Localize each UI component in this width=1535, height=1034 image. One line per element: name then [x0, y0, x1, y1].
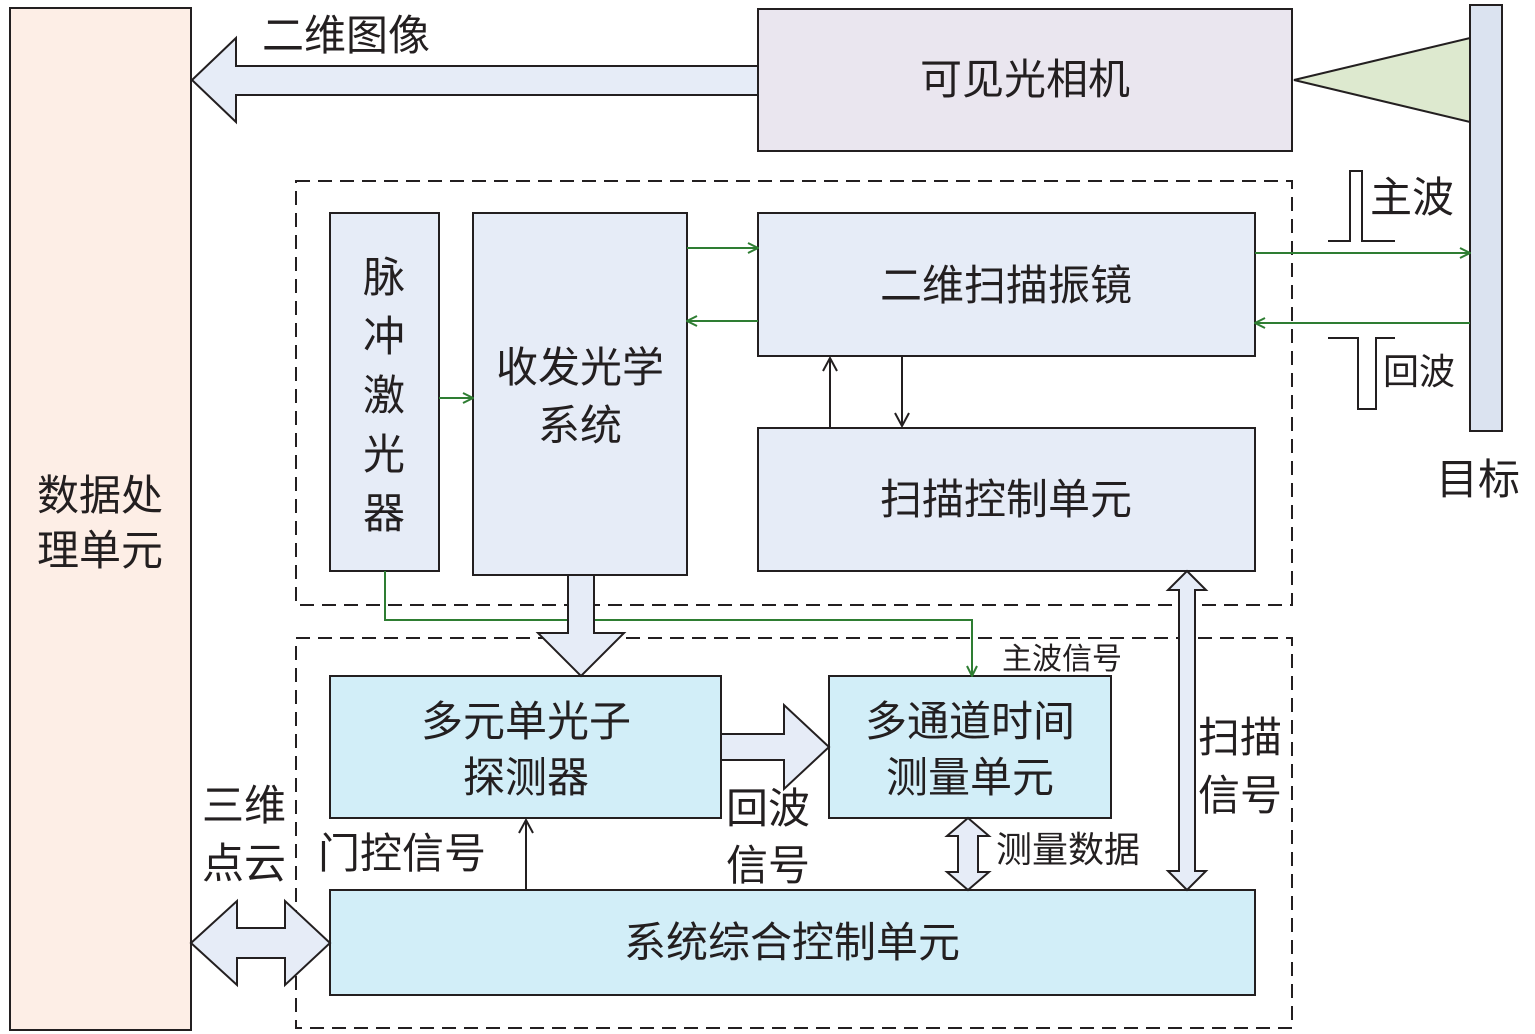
scan-control-label: 扫描控制单元 [880, 475, 1132, 524]
echo-wave-symbol: 回波 [1328, 337, 1455, 410]
target-bar [1469, 4, 1503, 432]
txrx-optics-box [472, 212, 688, 576]
tdc-unit-label-line1: 多通道时间 [865, 697, 1075, 746]
echo-wave-pulse-icon [1328, 337, 1395, 410]
pulse-laser-box [329, 212, 440, 572]
scan-control-unit: 扫描控制单元 [757, 427, 1256, 572]
echo-signal-label-line2: 信号 [726, 841, 810, 890]
spad-detector-label-line2: 探测器 [463, 753, 589, 802]
data-processing-label-line1: 数据处 [37, 471, 163, 520]
visible-camera-box [757, 8, 1293, 152]
pulse-laser-char-3: 激 [363, 371, 405, 420]
scan-signal-arrow [1165, 569, 1209, 892]
tdc-unit-label-line2: 测量单元 [886, 753, 1054, 802]
visible-camera: 可见光相机 [757, 8, 1293, 152]
visible-camera-label: 可见光相机 [920, 55, 1130, 104]
system-control-label: 系统综合控制单元 [624, 918, 960, 967]
galvo-mirror-box [757, 212, 1256, 357]
main-wave-symbol: 主波 [1328, 170, 1454, 242]
point-cloud-label-line2: 点云 [202, 839, 286, 888]
gate-signal-label: 门控信号 [318, 829, 486, 878]
main-wave-signal-line [384, 571, 972, 676]
point-cloud-label-line1: 三维 [202, 781, 286, 830]
echo-wave-label: 回波 [1383, 352, 1455, 393]
data-processing-box [9, 7, 192, 1031]
camera-fov-beam [1293, 36, 1471, 124]
main-wave-signal-label: 主波信号 [1002, 642, 1122, 677]
spad-detector: 多元单光子 探测器 [329, 675, 722, 819]
scan-signal-label-line1: 扫描 [1198, 713, 1282, 762]
measurement-data-arrow [944, 816, 992, 892]
tdc-unit: 多通道时间 测量单元 [828, 675, 1112, 819]
main-wave-pulse-icon [1328, 170, 1395, 242]
spad-detector-label-line1: 多元单光子 [421, 697, 631, 746]
target: 目标 [1293, 4, 1520, 504]
measurement-data-label: 测量数据 [996, 830, 1140, 871]
image-2d-arrow: 二维图像 [190, 11, 759, 125]
tdc-unit-box [828, 675, 1112, 819]
echo-signal-arrow [720, 702, 831, 792]
spad-detector-box [329, 675, 722, 819]
optics-to-detector-arrow [535, 574, 627, 678]
pulse-laser: 脉 冲 激 光 器 [329, 212, 440, 572]
echo-signal-label-line1: 回波 [726, 784, 810, 833]
system-control-box [329, 889, 1256, 996]
scan-control-box [757, 427, 1256, 572]
pulse-laser-char-4: 光 [363, 430, 405, 479]
system-control-unit: 系统综合控制单元 [329, 889, 1256, 996]
data-processing-unit: 数据处 理单元 [9, 7, 192, 1031]
txrx-optics: 收发光学 系统 [472, 212, 688, 576]
data-processing-label-line2: 理单元 [37, 526, 163, 575]
galvo-mirror-label: 二维扫描振镜 [880, 261, 1132, 310]
pulse-laser-char-1: 脉 [363, 253, 405, 302]
point-cloud-arrow [189, 898, 332, 988]
scan-signal-label-line2: 信号 [1198, 771, 1282, 820]
pulse-laser-char-5: 器 [363, 489, 405, 538]
pulse-laser-char-2: 冲 [363, 312, 405, 361]
scan-subsystem-group [295, 180, 1293, 606]
target-label: 目标 [1436, 455, 1520, 504]
txrx-optics-label-line1: 收发光学 [496, 343, 664, 392]
txrx-optics-label-line2: 系统 [538, 401, 622, 450]
main-wave-label: 主波 [1370, 173, 1454, 222]
image-2d-label: 二维图像 [262, 11, 430, 60]
galvo-mirror: 二维扫描振镜 [757, 212, 1256, 357]
detection-subsystem-group [295, 637, 1293, 1029]
